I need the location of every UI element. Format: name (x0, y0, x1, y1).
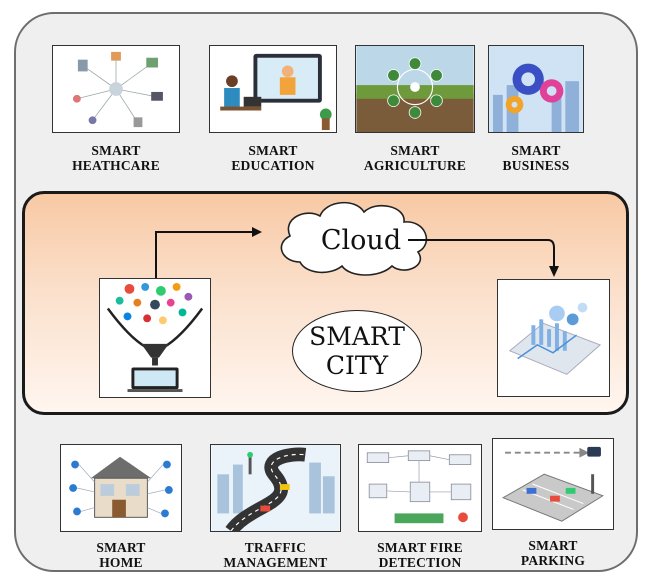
education-laptop-icon (209, 45, 337, 133)
smart-city-line2: CITY (325, 351, 389, 380)
traffic-road-icon (210, 444, 341, 532)
smart-city-line1: SMART (309, 322, 405, 351)
agriculture-field-icon (355, 45, 475, 133)
cloud-label: Cloud (320, 225, 402, 256)
smart-home-icon (60, 444, 182, 532)
data-funnel-laptop-icon (99, 278, 211, 398)
cloud-shape (280, 201, 428, 276)
analytics-tablet-icon (497, 279, 610, 397)
fire-detection-diagram-icon (358, 444, 482, 532)
smart-city-ellipse: SMART CITY (292, 310, 422, 392)
parking-lot-icon (492, 438, 614, 530)
healthcare-network-icon (52, 45, 180, 133)
business-gears-icon (488, 45, 584, 133)
